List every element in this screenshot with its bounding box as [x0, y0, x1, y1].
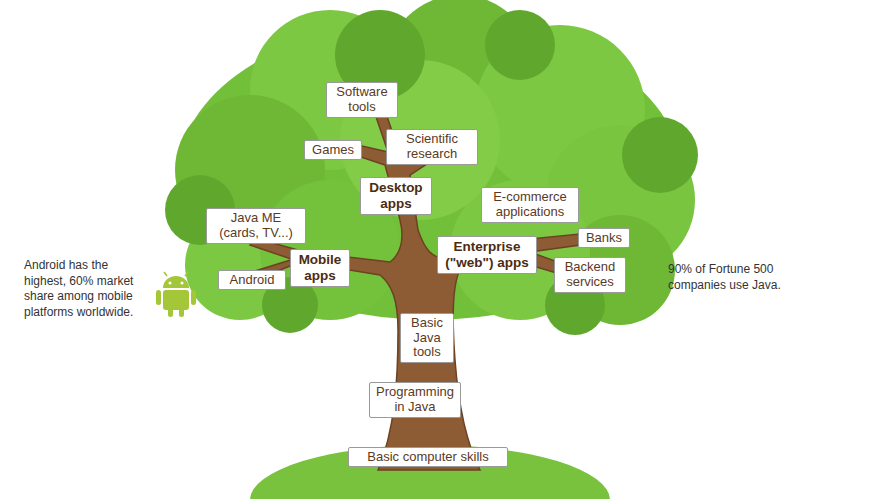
- branch-box: Games: [304, 140, 362, 161]
- node-label: Programming in Java: [375, 385, 455, 415]
- node-label: Software tools: [332, 85, 392, 115]
- node-label: Basic computer skills: [354, 450, 502, 465]
- branch-box: Java ME (cards, TV...): [206, 208, 306, 244]
- note-text: 90% of Fortune 500 companies use Java.: [668, 262, 818, 293]
- node-label: Basic Java tools: [406, 316, 448, 361]
- branch-box: Software tools: [326, 82, 398, 118]
- node-label: Mobile apps: [296, 252, 344, 283]
- node-label: Banks: [584, 231, 624, 246]
- root-box: Basic computer skills: [348, 447, 508, 468]
- node-label: Backend services: [560, 260, 620, 290]
- category-box: Enterprise ("web") apps: [437, 236, 537, 273]
- category-box: Desktop apps: [360, 177, 432, 214]
- branch-box: Scientific research: [386, 129, 478, 165]
- branch-box: Banks: [578, 228, 630, 249]
- note-text: Android has the highest, 60% market shar…: [24, 258, 152, 320]
- branch-box: Android: [218, 270, 286, 291]
- branch-box: Backend services: [554, 257, 626, 293]
- trunk-box: Programming in Java: [369, 382, 461, 418]
- trunk-box: Basic Java tools: [400, 313, 454, 364]
- node-label: Enterprise ("web") apps: [443, 239, 531, 270]
- ground-hill: [250, 445, 610, 499]
- branch-box: E-commerce applications: [481, 187, 579, 223]
- android-icon: [156, 272, 196, 317]
- category-box: Mobile apps: [290, 249, 350, 286]
- tree-trunk: [250, 102, 602, 470]
- node-label: Java ME (cards, TV...): [212, 211, 300, 241]
- node-label: Android: [224, 273, 280, 288]
- node-label: Desktop apps: [366, 180, 426, 211]
- node-label: Games: [310, 143, 356, 158]
- node-label: Scientific research: [392, 132, 472, 162]
- node-label: E-commerce applications: [487, 190, 573, 220]
